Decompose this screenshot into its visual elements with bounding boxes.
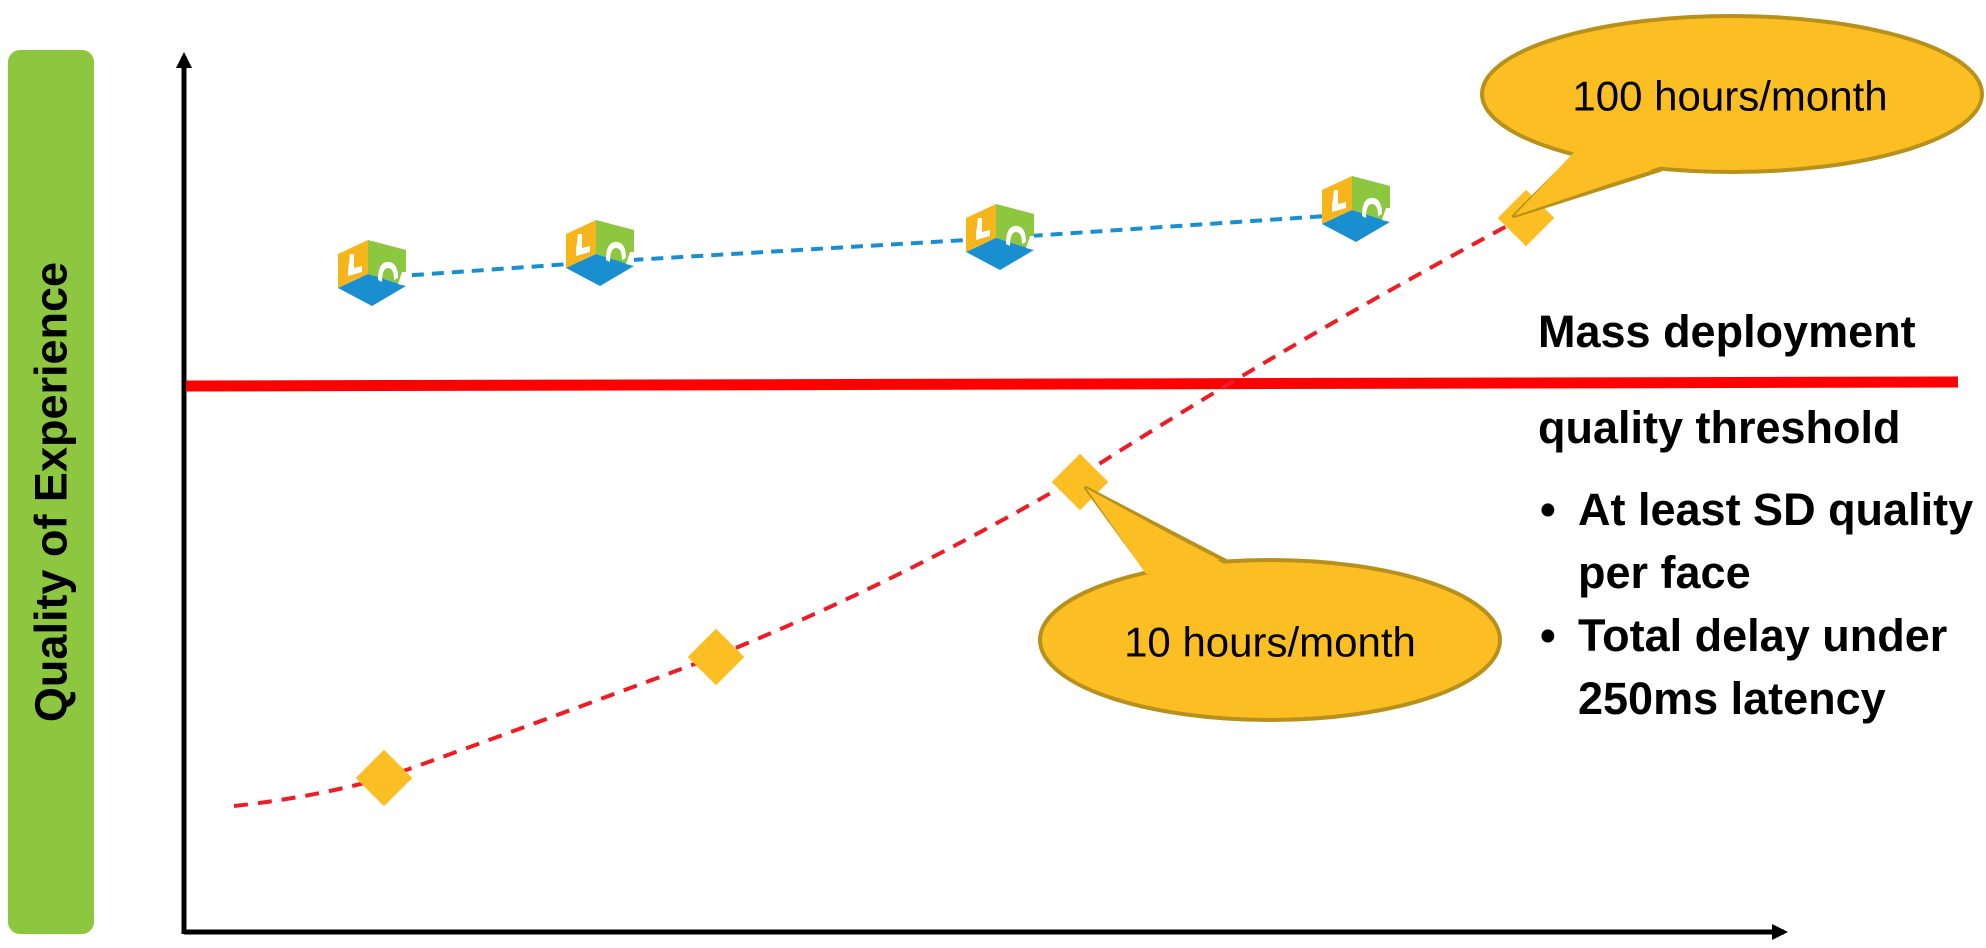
green-blue-yellow-cube-icon — [1322, 176, 1390, 242]
flat-quality-line — [371, 212, 1357, 280]
requirement-item: At least SD quality per face — [1538, 478, 1986, 604]
quality-threshold-line — [185, 376, 1959, 392]
green-blue-yellow-cube-icon — [566, 220, 634, 286]
green-blue-yellow-cube-icon — [966, 204, 1034, 270]
y-axis-label-box — [8, 50, 94, 934]
callout-10-hours: 10 hours/month — [1038, 486, 1502, 722]
callout-text: 10 hours/month — [1124, 619, 1416, 666]
callout-text: 100 hours/month — [1572, 73, 1887, 120]
threshold-title: Mass deployment — [1538, 306, 1916, 357]
y-axis-label: Quality of Experience — [26, 262, 77, 722]
curve-point-marker — [355, 749, 413, 807]
requirement-item: Total delay under 250ms latency — [1538, 604, 1986, 730]
threshold-requirements-list: At least SD quality per face Total delay… — [1538, 478, 1986, 730]
green-blue-yellow-cube-icon — [338, 240, 406, 306]
callout-100-hours: 100 hours/month — [1480, 14, 1984, 218]
threshold-subtitle: quality threshold — [1538, 402, 1901, 453]
curve-point-marker — [687, 628, 745, 686]
